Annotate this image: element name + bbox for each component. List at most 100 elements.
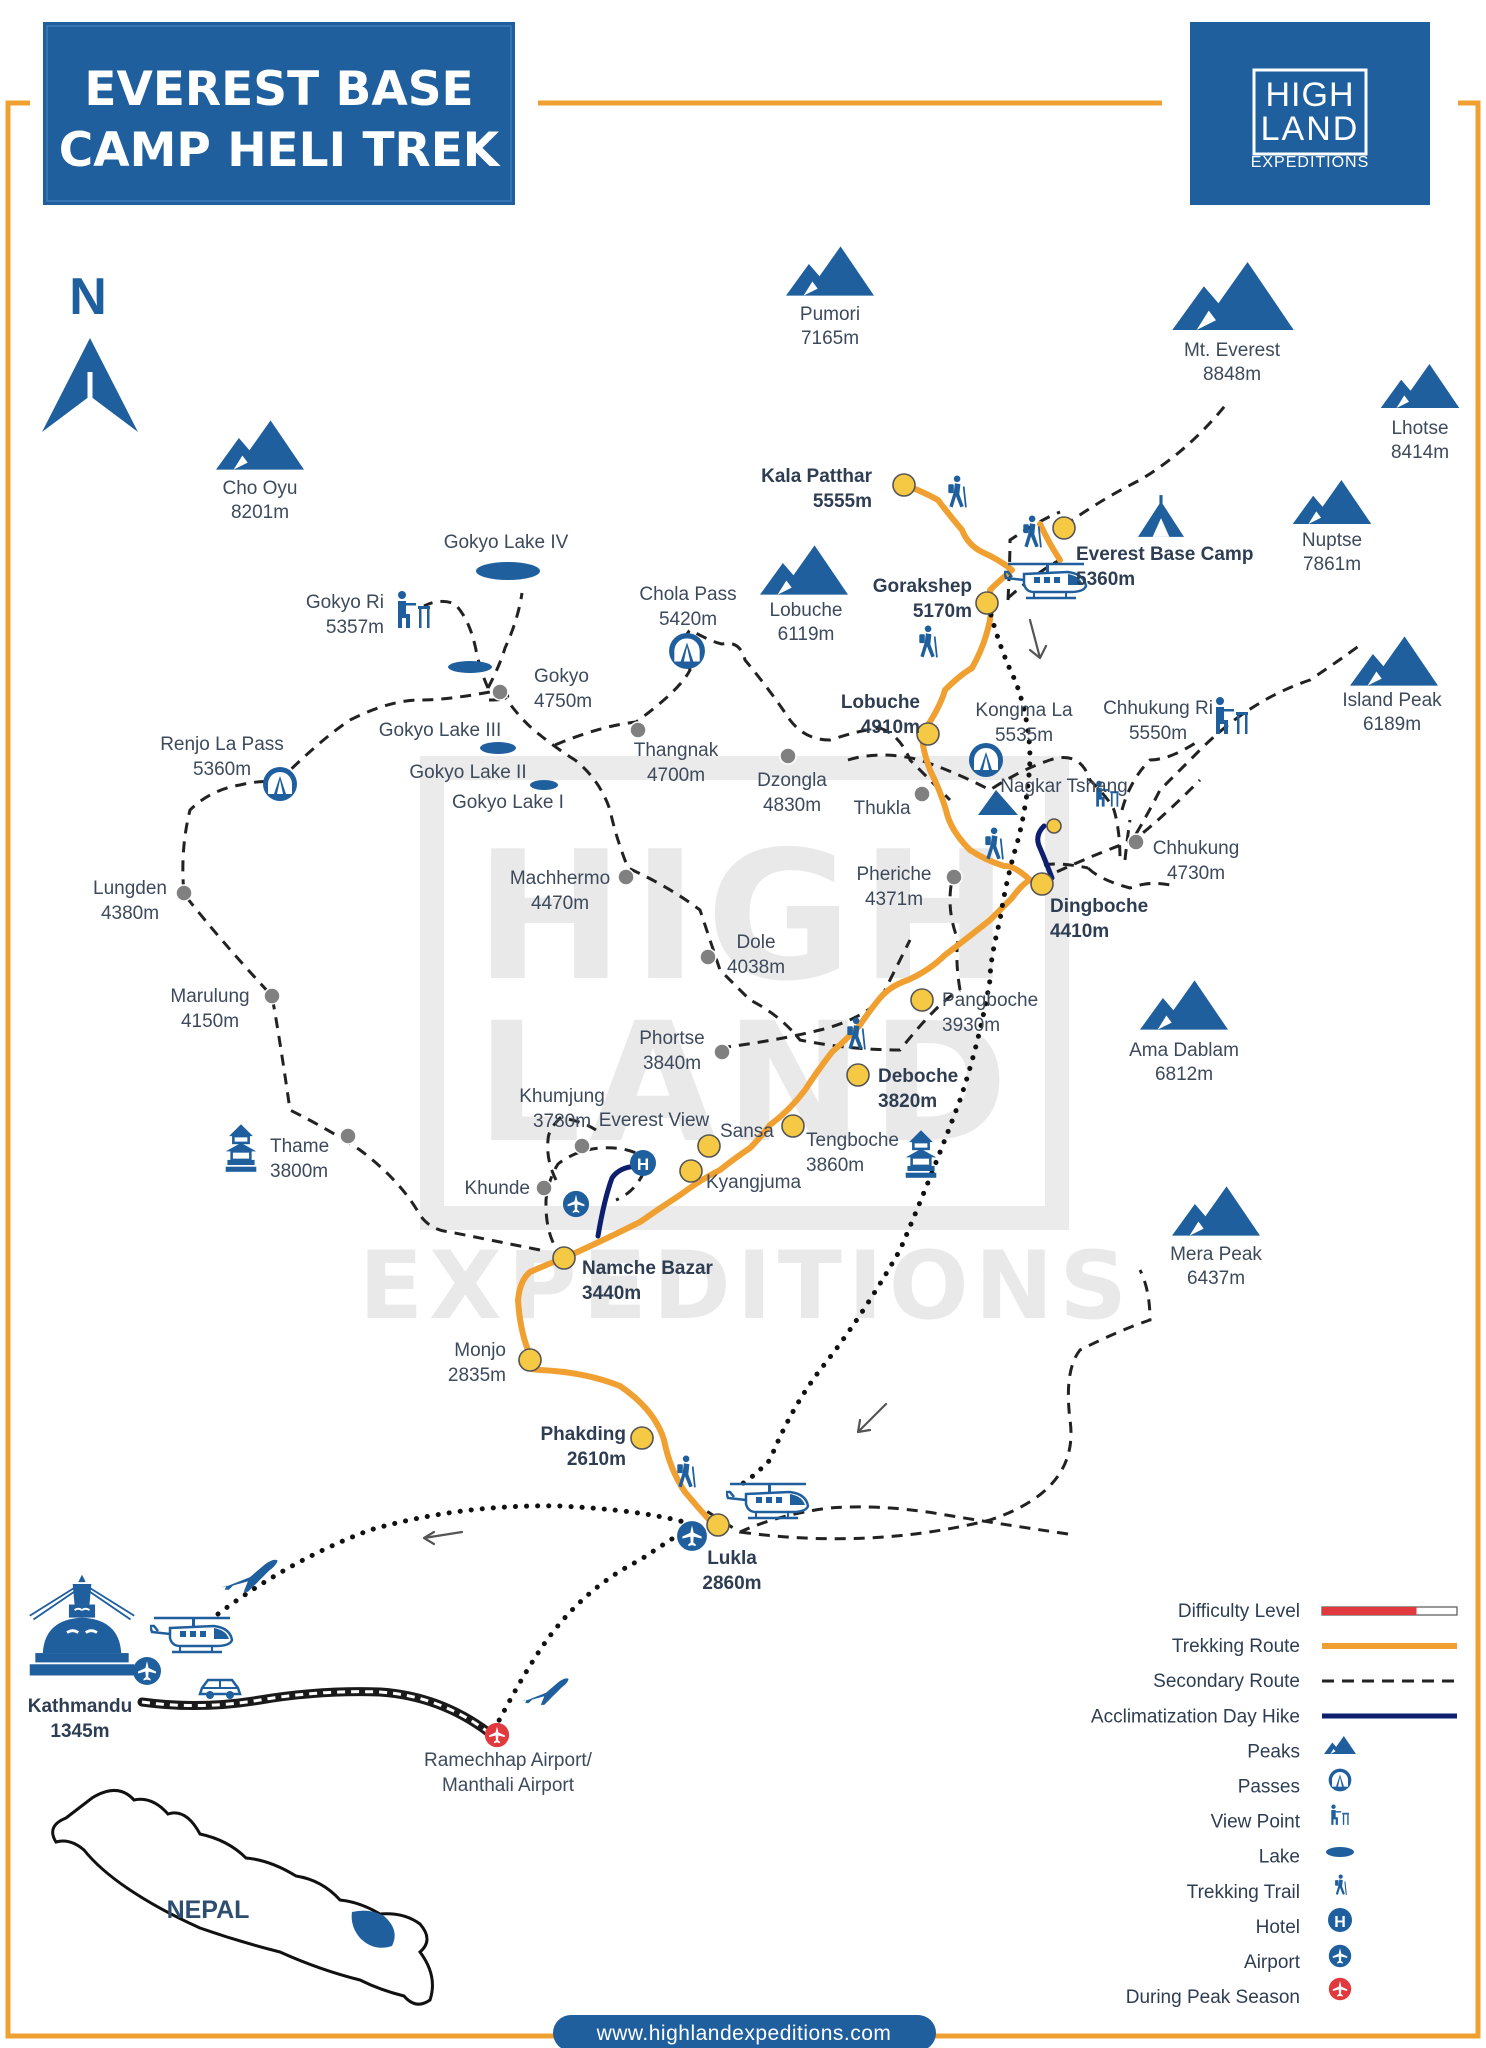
stop-elevation: 3860m (806, 1155, 864, 1176)
peak-name: Mt. Everest (1184, 340, 1281, 361)
stop-name: Dingboche (1050, 896, 1148, 917)
north-arrow-icon: N (42, 268, 138, 432)
base-camp-tent-icon (1138, 494, 1184, 538)
place-name: Chola Pass (639, 584, 736, 605)
website-link[interactable]: www.highlandexpeditions.com (596, 2022, 892, 2045)
stop-name: Lukla (707, 1548, 757, 1569)
waypoint-marker (339, 1127, 357, 1145)
acclimatization-hikes (595, 823, 1055, 1239)
place-name: Phortse (639, 1028, 704, 1049)
nepal-outline: NEPAL (51, 1789, 434, 2006)
stop-elevation: 3820m (878, 1091, 937, 1112)
peak-name: Pumori (800, 304, 860, 325)
place-elevation: 4730m (1167, 863, 1225, 884)
syangboche-airport-icon (562, 1190, 590, 1218)
peak-elevation: 6119m (778, 624, 835, 645)
route-stop-marker (916, 722, 940, 746)
waypoint-marker (629, 721, 647, 739)
place-name: Lungden (93, 878, 167, 899)
waypoint-marker (779, 747, 797, 765)
peak-icon (760, 545, 848, 595)
lake-icon (476, 562, 540, 580)
legend-viewpoint-icon (1331, 1804, 1349, 1825)
lake-icon (448, 661, 492, 673)
stop-elevation: 2610m (567, 1449, 626, 1470)
peak-elevation: 6189m (1363, 714, 1421, 735)
stop-elevation: 5360m (1076, 569, 1135, 590)
place-name: Renjo La Pass (160, 734, 284, 755)
waypoint-marker (617, 868, 635, 886)
country-label: NEPAL (167, 1896, 250, 1924)
stop-name: Tengboche (806, 1130, 899, 1151)
legend-label: Acclimatization Day Hike (1091, 1706, 1300, 1727)
place-name: Khunde (464, 1178, 530, 1199)
place-elevation: 4750m (534, 691, 592, 712)
title-banner: EVEREST BASE CAMP HELI TREK (43, 22, 515, 205)
legend-pass-icon (1328, 1768, 1352, 1792)
route-stop-marker (630, 1426, 654, 1450)
gokyo-ri-viewpoint-icon (398, 591, 430, 628)
peak-icon (1172, 1186, 1260, 1236)
logo-line-1: HIGH (1266, 76, 1355, 114)
helicopter-icon (150, 1616, 234, 1654)
place-elevation: 5550m (1129, 723, 1187, 744)
route-stop-marker (1030, 872, 1054, 896)
peak-icon (786, 246, 874, 296)
route-stop-marker (679, 1159, 703, 1183)
stop-name: Deboche (878, 1066, 958, 1087)
place-elevation: 1345m (50, 1721, 109, 1742)
route-stop-marker (975, 591, 999, 615)
brand-logo: HIGH LAND EXPEDITIONS (1190, 22, 1430, 205)
legend-label: During Peak Season (1126, 1987, 1300, 2008)
peak-name: Lobuche (770, 600, 843, 621)
place-name: Thame (270, 1136, 329, 1157)
route-stop-marker (706, 1513, 730, 1537)
peak-elevation: 8414m (1391, 442, 1449, 463)
stop-name: Monjo (454, 1340, 506, 1361)
legend-label: Trekking Route (1172, 1636, 1300, 1657)
ramechhap-airport-icon (484, 1722, 510, 1748)
route-stop-marker (552, 1246, 576, 1270)
website-footer: www.highlandexpeditions.com (553, 2015, 936, 2048)
route-stop-marker (1046, 818, 1062, 834)
peak-icon (1292, 480, 1372, 524)
legend-hotel-icon (1328, 1908, 1352, 1932)
peak-elevation: 7861m (1303, 554, 1361, 575)
flight-paths (215, 601, 1033, 1733)
route-stops (518, 473, 1076, 1537)
peak-elevation: 6812m (1155, 1064, 1213, 1085)
stop-name: Nagkar Tshang (1000, 776, 1127, 797)
legend-label: Lake (1259, 1847, 1300, 1868)
stop-elevation: 5555m (813, 491, 872, 512)
place-elevation: 4380m (101, 903, 159, 924)
nagkar-peak-icon (978, 790, 1018, 815)
legend-label: Peaks (1247, 1741, 1300, 1762)
legend-label: Difficulty Level (1178, 1601, 1300, 1622)
waypoint-marker (573, 1137, 591, 1155)
peak-icon (1380, 364, 1460, 408)
place-name: Gokyo Lake IV (444, 532, 569, 553)
legend-label: Trekking Trail (1187, 1882, 1300, 1903)
place-elevation: 3840m (643, 1053, 701, 1074)
watermark-line-3: EXPEDITIONS (359, 1232, 1133, 1341)
trail-icon (1022, 514, 1042, 549)
place-elevation: 4700m (647, 765, 705, 786)
place-name: Gokyo Ri (306, 592, 384, 613)
stop-name: Lobuche (841, 692, 920, 713)
direction-arrows (422, 618, 1048, 1546)
peak-elevation: 8848m (1203, 364, 1261, 385)
lukla-helicopter-icon (726, 1482, 810, 1520)
waypoint-marker (713, 1043, 731, 1061)
waypoint-marker (175, 884, 193, 902)
peak-name: Lhotse (1391, 418, 1448, 439)
stop-name: Namche Bazar (582, 1258, 714, 1279)
stop-name: Sansa (720, 1121, 774, 1142)
legend-red-airport-icon (1328, 1977, 1352, 2001)
waypoints (175, 683, 1145, 1197)
place-name: Machhermo (510, 868, 610, 889)
title-line-2: CAMP HELI TREK (59, 123, 501, 178)
place-name: Gokyo Lake II (409, 762, 526, 783)
